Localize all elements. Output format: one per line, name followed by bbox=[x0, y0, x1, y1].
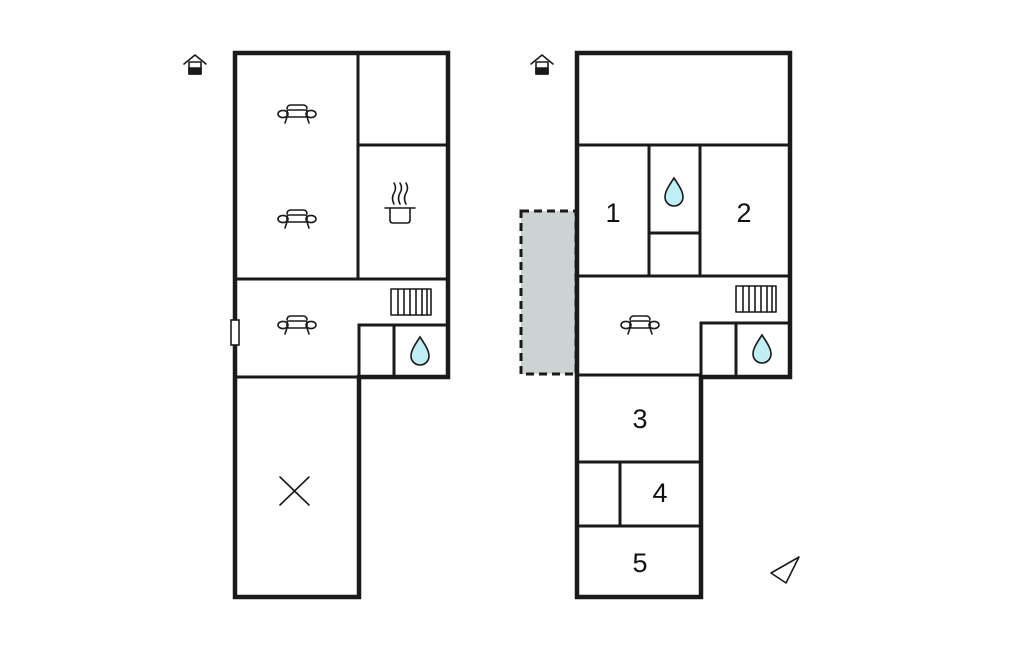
water-drop-icon bbox=[664, 176, 684, 207]
staircase-icon bbox=[735, 285, 777, 313]
cross-icon bbox=[279, 476, 310, 506]
sofa-icon bbox=[277, 315, 317, 335]
room-label-5: 5 bbox=[632, 548, 647, 578]
room-label-3: 3 bbox=[632, 404, 647, 434]
interior-wall bbox=[699, 321, 790, 375]
house-entrance-icon bbox=[183, 54, 207, 75]
terrace-area bbox=[519, 209, 578, 376]
water-drop-icon bbox=[752, 333, 772, 364]
water-drop-icon bbox=[410, 335, 430, 366]
room-label-4: 4 bbox=[652, 478, 667, 508]
ground-floor-plan bbox=[183, 50, 451, 600]
sofa-icon bbox=[620, 315, 660, 335]
sofa-icon bbox=[277, 104, 317, 124]
room-label-2: 2 bbox=[736, 198, 751, 228]
cooking-pot-icon bbox=[384, 182, 416, 224]
north-arrow-icon bbox=[770, 556, 800, 584]
sofa-icon bbox=[277, 209, 317, 229]
room-label-1: 1 bbox=[605, 198, 620, 228]
door-icon bbox=[230, 319, 240, 346]
staircase-icon bbox=[390, 288, 432, 316]
upper-floor-outer-wall bbox=[574, 50, 793, 600]
house-entrance-icon bbox=[530, 54, 554, 75]
interior-wall bbox=[357, 323, 448, 377]
upper-floor-plan: 1 2 3 4 5 bbox=[519, 50, 800, 600]
